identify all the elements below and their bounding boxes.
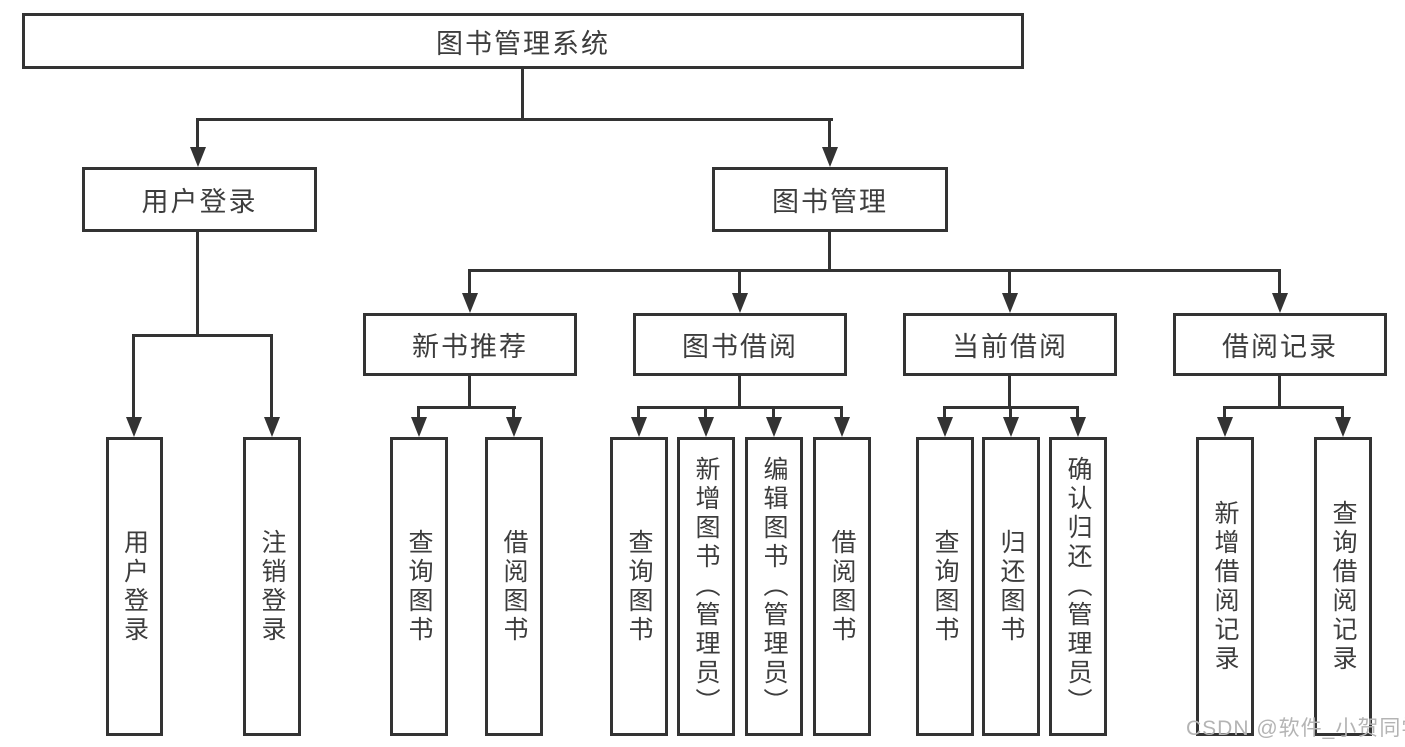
arrow-down-icon: [411, 417, 427, 437]
connector-line: [1009, 406, 1012, 419]
leaf-edit-book-admin: 编辑图书（管理员）: [745, 437, 803, 736]
arrow-down-icon: [1335, 417, 1351, 437]
connector-line: [1076, 406, 1079, 419]
connector-line: [132, 334, 135, 418]
connector-line: [1278, 376, 1281, 407]
node-root: 图书管理系统: [22, 13, 1024, 69]
connector-line: [943, 406, 946, 419]
connector-line: [1341, 406, 1344, 419]
connector-line: [196, 118, 833, 121]
arrow-down-icon: [506, 417, 522, 437]
arrow-down-icon: [834, 417, 850, 437]
arrow-down-icon: [1217, 417, 1233, 437]
leaf-query-borrow-record: 查询借阅记录: [1314, 437, 1372, 736]
leaf-query-books-2: 查询图书: [610, 437, 668, 736]
connector-line: [840, 406, 843, 419]
leaf-user-login: 用户登录: [106, 437, 163, 736]
connector-line: [521, 69, 524, 119]
arrow-down-icon: [698, 417, 714, 437]
connector-line: [270, 334, 273, 418]
node-new-book-recommend: 新书推荐: [363, 313, 577, 376]
connector-line: [1278, 269, 1281, 295]
arrow-down-icon: [190, 147, 206, 167]
arrow-down-icon: [631, 417, 647, 437]
leaf-logout: 注销登录: [243, 437, 301, 736]
connector-line: [772, 406, 775, 419]
connector-line: [132, 334, 273, 337]
csdn-watermark: CSDN @软件_小贺同学: [1186, 717, 1405, 740]
arrow-down-icon: [766, 417, 782, 437]
connector-line: [637, 406, 843, 409]
leaf-query-books-1: 查询图书: [390, 437, 448, 736]
connector-line: [417, 406, 516, 409]
connector-line: [637, 406, 640, 419]
arrow-down-icon: [1002, 293, 1018, 313]
node-current-borrow: 当前借阅: [903, 313, 1117, 376]
arrow-down-icon: [1272, 293, 1288, 313]
leaf-add-book-admin: 新增图书（管理员）: [677, 437, 735, 736]
leaf-confirm-return-admin: 确认归还（管理员）: [1049, 437, 1107, 736]
arrow-down-icon: [1070, 417, 1086, 437]
arrow-down-icon: [732, 293, 748, 313]
connector-line: [828, 232, 831, 270]
node-book-borrow: 图书借阅: [633, 313, 847, 376]
connector-line: [468, 269, 1281, 272]
leaf-add-borrow-record: 新增借阅记录: [1196, 437, 1254, 736]
connector-line: [1223, 406, 1344, 409]
leaf-borrow-books-1: 借阅图书: [485, 437, 543, 736]
connector-line: [468, 376, 471, 407]
arrow-down-icon: [264, 417, 280, 437]
connector-line: [417, 406, 420, 419]
leaf-query-books-3: 查询图书: [916, 437, 974, 736]
connector-line: [738, 376, 741, 407]
connector-line: [468, 269, 471, 295]
arrow-down-icon: [462, 293, 478, 313]
connector-line: [196, 118, 199, 149]
connector-line: [704, 406, 707, 419]
node-book-management: 图书管理: [712, 167, 948, 232]
node-user-login: 用户登录: [82, 167, 317, 232]
leaf-return-book: 归还图书: [982, 437, 1040, 736]
connector-line: [1223, 406, 1226, 419]
arrow-down-icon: [1003, 417, 1019, 437]
node-borrow-records: 借阅记录: [1173, 313, 1387, 376]
connector-line: [828, 118, 831, 149]
connector-line: [1008, 269, 1011, 295]
connector-line: [512, 406, 515, 419]
connector-line: [1008, 376, 1011, 407]
connector-line: [738, 269, 741, 295]
arrow-down-icon: [822, 147, 838, 167]
arrow-down-icon: [126, 417, 142, 437]
leaf-borrow-books-2: 借阅图书: [813, 437, 871, 736]
arrow-down-icon: [937, 417, 953, 437]
connector-line: [196, 232, 199, 335]
